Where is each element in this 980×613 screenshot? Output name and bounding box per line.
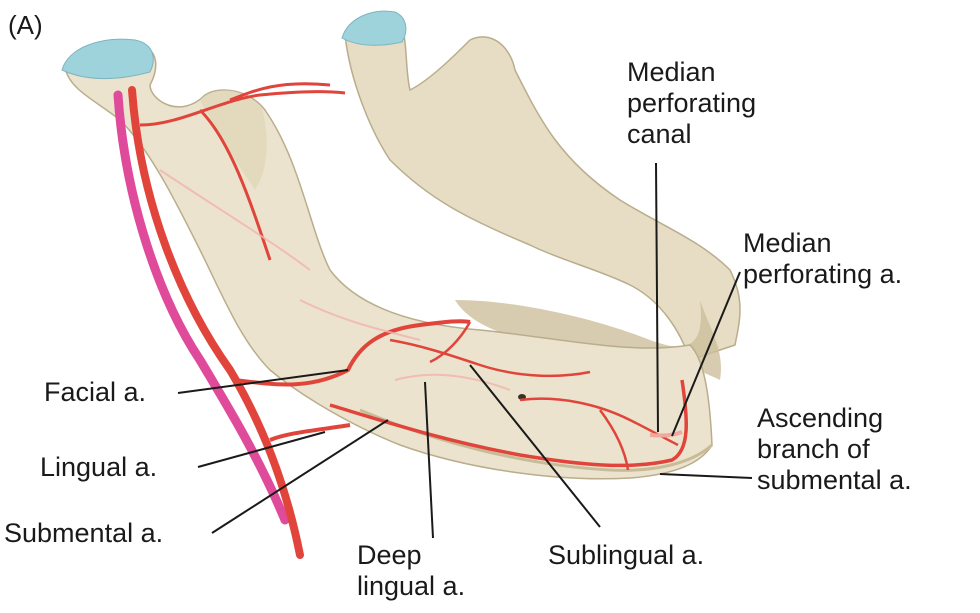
vein-trunk [113, 90, 290, 525]
label-ascending-branch: Ascending branch of submental a. [757, 403, 912, 495]
label-submental-artery: Submental a. [4, 518, 164, 548]
submental-artery [329, 379, 689, 468]
median-perforating-artery [649, 430, 683, 438]
external-carotid-artery [128, 86, 304, 559]
vessels [113, 82, 689, 559]
upper-branches [139, 82, 346, 261]
leader-lingual [197, 431, 326, 468]
condyle-cartilage-left [61, 38, 154, 79]
leader-median-perforating-artery [671, 271, 741, 437]
label-deep-lingual-artery: Deep lingual a. [357, 540, 466, 601]
near-ramus-and-body [64, 42, 713, 480]
leader-lines [177, 162, 753, 539]
sublingual-artery [389, 321, 591, 378]
panel-label: (A) [8, 10, 43, 40]
leader-sublingual [469, 364, 601, 528]
label-median-perforating-artery: Median perforating a. [743, 228, 903, 289]
leader-median-perforating-canal [655, 162, 659, 433]
ascending-branch-artery [519, 397, 679, 471]
leader-ascending-branch [659, 473, 753, 479]
lingual-artery [269, 423, 351, 442]
label-median-perforating-canal: Median perforating canal [627, 57, 757, 149]
mandible-bone [61, 10, 741, 480]
far-ramus [344, 16, 741, 361]
label-sublingual-artery: Sublingual a. [548, 540, 705, 570]
label-lingual-artery: Lingual a. [40, 452, 158, 482]
facial-artery [234, 319, 471, 387]
faint-internal-vessels [159, 169, 511, 391]
leader-facial [177, 369, 349, 394]
leader-deep-lingual [424, 381, 434, 539]
inner-body-shadow [455, 300, 721, 380]
label-facial-artery: Facial a. [44, 377, 147, 407]
condyle-cartilage-right [341, 10, 407, 46]
coronoid-process [200, 90, 267, 190]
leader-submental [211, 419, 389, 534]
